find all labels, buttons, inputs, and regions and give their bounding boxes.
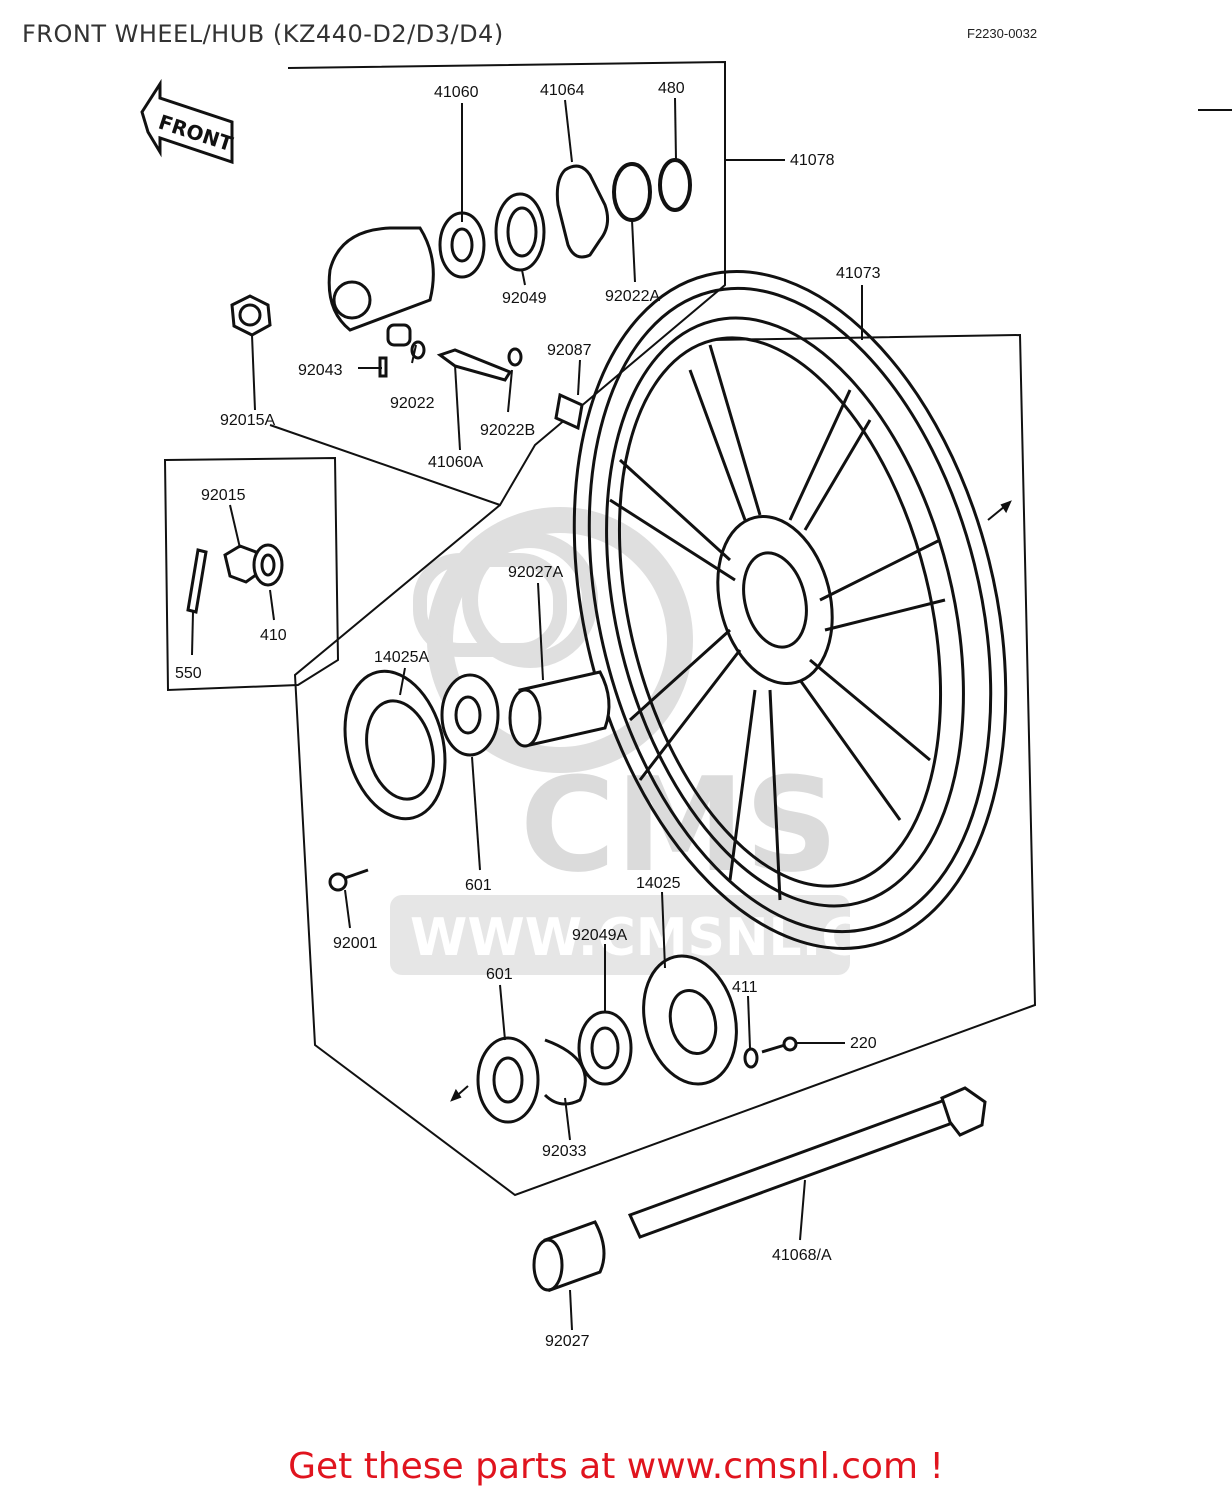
bearing-601-left [440, 673, 500, 757]
circlip-480 [658, 158, 692, 212]
spacer-92027 [532, 1220, 606, 1293]
hub-cover-14025 [642, 954, 738, 1086]
pinion-shaft [378, 340, 584, 431]
callout-601-left: 601 [465, 877, 492, 894]
callout-14025: 14025 [636, 875, 681, 892]
callout-92027: 92027 [545, 1333, 590, 1350]
callout-41060: 41060 [434, 84, 479, 101]
callout-92049A: 92049A [572, 927, 627, 944]
bolt-220 [761, 1036, 798, 1054]
callout-92022B: 92022B [480, 422, 535, 439]
footer-link-text[interactable]: Get these parts at www.cmsnl.com ! [288, 1446, 944, 1487]
washer-411 [743, 1047, 759, 1069]
circlip-92033 [543, 1038, 587, 1106]
callout-220: 220 [850, 1035, 877, 1052]
bearing-601-right [476, 1036, 540, 1124]
drive-gear [438, 211, 486, 279]
callout-92033: 92033 [542, 1143, 587, 1160]
axle-41068 [627, 1086, 987, 1239]
callout-92043: 92043 [298, 362, 343, 379]
callout-92001: 92001 [333, 935, 378, 952]
callout-92049: 92049 [502, 290, 547, 307]
grease-seal-92049A [577, 1010, 633, 1086]
callout-41064: 41064 [540, 82, 585, 99]
callout-41078: 41078 [790, 152, 835, 169]
grease-seal-92049 [494, 192, 546, 272]
axle-nut-92015A [230, 294, 272, 337]
gearbox-group-outline [269, 60, 726, 507]
leader-lines [191, 97, 863, 1331]
wheel-group-outline [293, 333, 1037, 1197]
callout-410: 410 [260, 627, 287, 644]
bolt-92001 [328, 868, 369, 892]
callout-92022: 92022 [390, 395, 435, 412]
hub-cover-14025A [343, 669, 447, 821]
callout-92015A: 92015A [220, 412, 275, 429]
callout-92027A: 92027A [508, 564, 563, 581]
spacer-92027A [508, 670, 611, 748]
callout-labels: 41060 41064 480 41078 92049 92022A 41073… [175, 80, 881, 1350]
callout-92087: 92087 [547, 342, 592, 359]
callout-480: 480 [658, 80, 685, 97]
rotation-arrow-icon [450, 500, 1012, 1102]
callout-92022A: 92022A [605, 288, 660, 305]
page-title: FRONT WHEEL/HUB (KZ440-D2/D3/D4) [22, 20, 504, 48]
callout-41073: 41073 [836, 265, 881, 282]
callout-550: 550 [175, 665, 202, 682]
gear-drive-41064 [555, 164, 610, 259]
callout-92015: 92015 [201, 487, 246, 504]
callout-601-right: 601 [486, 966, 513, 983]
callout-411: 411 [732, 979, 758, 996]
callout-41060A: 41060A [428, 454, 483, 471]
front-arrow-icon: FRONT [140, 78, 236, 165]
diagram-ref-code: F2230-0032 [967, 26, 1038, 41]
speedometer-gear-housing [327, 226, 435, 347]
callout-14025A: 14025A [374, 649, 429, 666]
axle-nut-group-outline [163, 456, 340, 692]
axle-nut-92015 [186, 543, 284, 614]
circlip-92022A [612, 162, 652, 222]
cast-wheel-41073 [572, 270, 1008, 950]
callout-41068-A: 41068/A [772, 1247, 832, 1264]
